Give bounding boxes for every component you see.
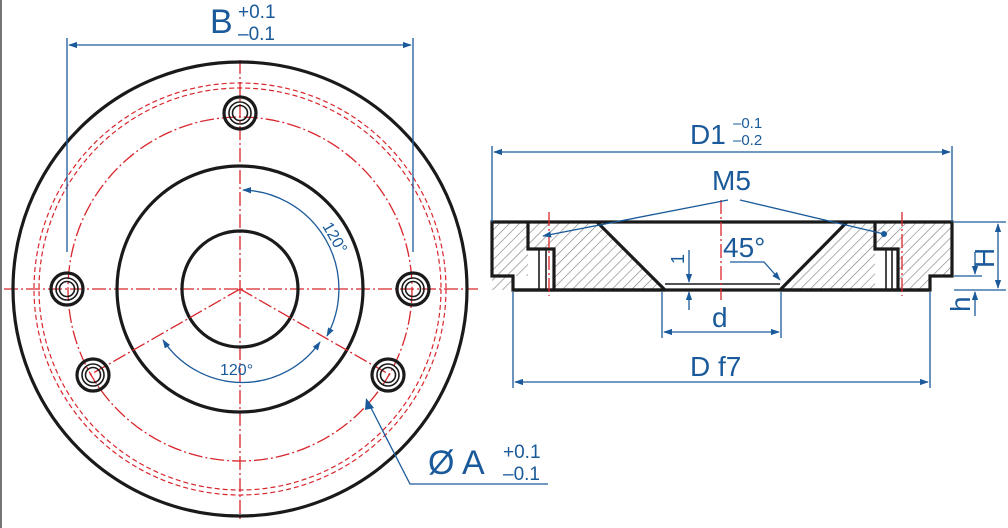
angle-arc-lower bbox=[162, 339, 321, 384]
hole-right bbox=[395, 271, 431, 307]
cone-step-left bbox=[659, 283, 666, 291]
dim-B-label: B bbox=[210, 3, 233, 41]
dim-D1-tol-lower: –0.2 bbox=[733, 132, 762, 149]
dim-A-tol-upper: +0.1 bbox=[503, 442, 541, 463]
cone-right-edge bbox=[778, 220, 849, 292]
chamfer-depth-label: 1 bbox=[668, 254, 688, 264]
dim-B-tol-lower: –0.1 bbox=[238, 24, 275, 45]
hidden-recess-circle-inner bbox=[38, 87, 442, 491]
dim-B-tol-upper: +0.1 bbox=[238, 2, 276, 23]
dim-D1-label: D1 bbox=[690, 119, 726, 150]
angle-arc-upper bbox=[242, 187, 340, 337]
dim-A-arrowhead bbox=[365, 398, 374, 410]
section-hatch-left bbox=[492, 222, 665, 290]
bore-label: d bbox=[712, 302, 728, 333]
hole-lower-right bbox=[370, 357, 406, 393]
dim-A-leader bbox=[368, 403, 548, 485]
radial-line-right bbox=[239, 288, 393, 377]
section-hatch-right bbox=[780, 222, 952, 290]
hole-left bbox=[49, 271, 85, 307]
section-outline bbox=[490, 220, 954, 292]
dim-A-tol-lower: –0.1 bbox=[503, 464, 540, 485]
chamfer-angle-label: 45° bbox=[723, 232, 765, 263]
chamfer-angle-leader bbox=[730, 261, 781, 281]
bolt-circle-centerline bbox=[67, 116, 413, 462]
radial-line-left bbox=[87, 288, 241, 377]
m5-leader-dot bbox=[881, 231, 887, 237]
hole-lower-left bbox=[75, 357, 111, 393]
counterbore-left bbox=[526, 222, 556, 290]
counterbore-circle bbox=[115, 164, 365, 414]
dim-A-label: Ø A bbox=[428, 444, 485, 482]
outer-rim-circle bbox=[11, 60, 469, 518]
height-label: H bbox=[969, 248, 1000, 268]
hidden-recess-circle-outer bbox=[33, 82, 447, 496]
angle-label-lower: 120° bbox=[220, 362, 253, 379]
front-view: B +0.1 –0.1 120° 120° Ø A +0.1 –0.1 bbox=[4, 2, 548, 522]
m5-leader-right bbox=[739, 199, 885, 235]
m5-leader-left bbox=[542, 199, 729, 238]
step-label: h bbox=[945, 296, 976, 312]
outer-diameter-label: D f7 bbox=[690, 351, 741, 382]
side-section-view: D1 –0.1 –0.2 M5 45° 1 d D f7 H h bbox=[490, 115, 1006, 388]
dim-D1-tol-upper: –0.1 bbox=[733, 115, 762, 132]
hole-top bbox=[222, 95, 258, 131]
cone-left-edge bbox=[595, 220, 667, 292]
thread-label: M5 bbox=[712, 165, 751, 196]
